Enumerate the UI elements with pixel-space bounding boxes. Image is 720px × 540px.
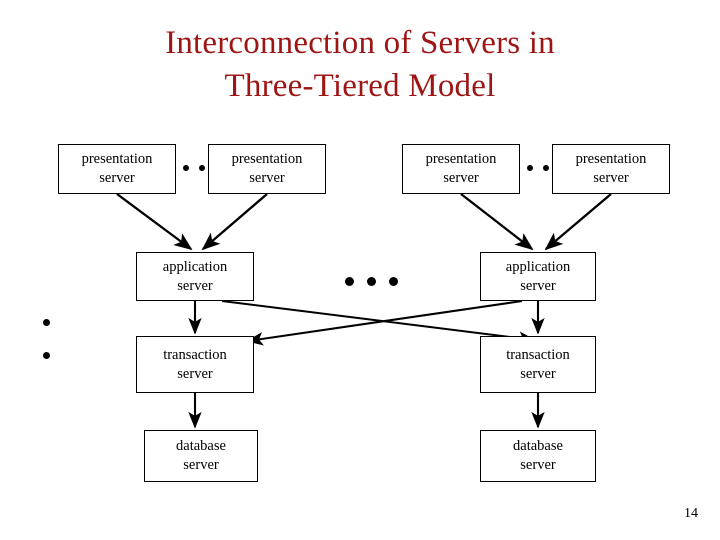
edge-left-pres2-to-app bbox=[201, 193, 268, 251]
node-label-line2: server bbox=[183, 457, 219, 473]
ellipsis-between-clusters bbox=[345, 277, 398, 286]
margin-bullet-2 bbox=[43, 352, 50, 359]
dot bbox=[543, 165, 549, 171]
node-presentation-server-right-2[interactable]: presentation server bbox=[552, 144, 670, 194]
node-label-line1: presentation bbox=[575, 151, 647, 167]
dot bbox=[43, 319, 50, 326]
node-label-line2: server bbox=[99, 170, 135, 186]
edge-left-pres1-to-app bbox=[116, 193, 193, 251]
page-number: 14 bbox=[684, 506, 698, 521]
edge-left-app-to-right-transaction bbox=[221, 299, 536, 345]
node-label-line1: transaction bbox=[506, 346, 570, 363]
edge-right-pres2-to-app bbox=[544, 193, 612, 251]
dot bbox=[199, 165, 205, 171]
node-transaction-server-right[interactable]: transaction server bbox=[480, 336, 596, 393]
edge-right-pres1-to-app bbox=[460, 193, 534, 251]
node-label-line1: database bbox=[176, 438, 226, 454]
node-label-line2: server bbox=[177, 277, 213, 294]
margin-bullet-1 bbox=[43, 319, 50, 326]
ellipsis-right-presentation bbox=[527, 165, 549, 171]
dot bbox=[367, 277, 376, 286]
node-application-server-left[interactable]: application server bbox=[136, 252, 254, 301]
node-transaction-server-left[interactable]: transaction server bbox=[136, 336, 254, 393]
node-label-line1: application bbox=[162, 258, 228, 275]
node-label-line1: presentation bbox=[231, 151, 303, 167]
node-label-line1: application bbox=[505, 258, 571, 275]
node-presentation-server-left-2[interactable]: presentation server bbox=[208, 144, 326, 194]
dot bbox=[345, 277, 354, 286]
ellipsis-left-presentation bbox=[183, 165, 205, 171]
dot bbox=[43, 352, 50, 359]
node-label-line1: presentation bbox=[81, 151, 153, 167]
dot bbox=[389, 277, 398, 286]
node-label-line2: server bbox=[593, 170, 629, 186]
node-database-server-left[interactable]: database server bbox=[144, 430, 258, 482]
node-label-line2: server bbox=[520, 365, 556, 382]
dot bbox=[527, 165, 533, 171]
node-presentation-server-right-1[interactable]: presentation server bbox=[402, 144, 520, 194]
page-title: Interconnection of Servers in Three-Tier… bbox=[165, 25, 555, 104]
node-application-server-right[interactable]: application server bbox=[480, 252, 596, 301]
node-database-server-right[interactable]: database server bbox=[480, 430, 596, 482]
node-label-line2: server bbox=[249, 170, 285, 186]
node-label-line2: server bbox=[443, 170, 479, 186]
node-label-line2: server bbox=[177, 365, 213, 382]
node-label-line1: database bbox=[513, 438, 563, 454]
node-label-line2: server bbox=[520, 277, 556, 294]
node-label-line1: transaction bbox=[163, 346, 227, 363]
edge-right-app-to-left-transaction bbox=[246, 299, 523, 346]
node-label-line1: presentation bbox=[425, 151, 497, 167]
dot bbox=[183, 165, 189, 171]
node-presentation-server-left-1[interactable]: presentation server bbox=[58, 144, 176, 194]
node-label-line2: server bbox=[520, 457, 556, 473]
